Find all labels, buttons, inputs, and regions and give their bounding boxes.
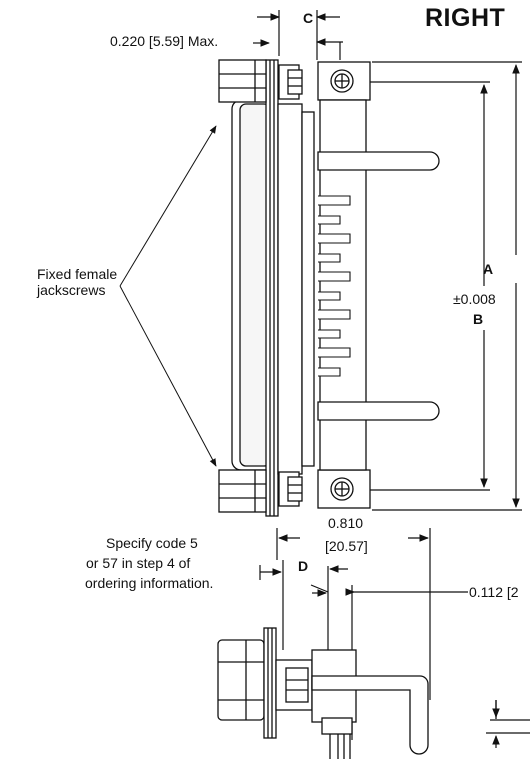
view-title: RIGHT	[425, 4, 506, 32]
jackscrews-callout-line1: Fixed female	[37, 266, 118, 282]
dimension-b-label: B	[473, 311, 484, 327]
dimension-c	[253, 10, 343, 60]
dimension-a-label: A	[483, 261, 494, 277]
dimension-0112-label: 0.112 [2	[469, 584, 519, 600]
contact-pins	[318, 195, 351, 377]
tolerance-label: ±0.008	[453, 291, 496, 307]
code-note-line1: Specify code 5	[106, 535, 198, 551]
connector-body	[218, 59, 440, 517]
dimension-a	[372, 61, 522, 511]
code-note-line3: ordering information.	[85, 575, 214, 591]
connector-side-view	[217, 627, 530, 759]
dimension-0810-inch: 0.810	[328, 515, 364, 531]
dimension-0810	[276, 528, 431, 700]
dimension-d-label: D	[298, 558, 309, 574]
dimension-c-label: C	[303, 10, 314, 26]
dimension-max-label: 0.220 [5.59] Max.	[110, 33, 219, 49]
dimension-0810-mm: [20.57]	[325, 538, 368, 554]
code-note-line2: or 57 in step 4 of	[86, 555, 191, 571]
jackscrews-callout-line2: jackscrews	[37, 282, 106, 298]
jackscrews-callout-lines	[119, 125, 217, 467]
